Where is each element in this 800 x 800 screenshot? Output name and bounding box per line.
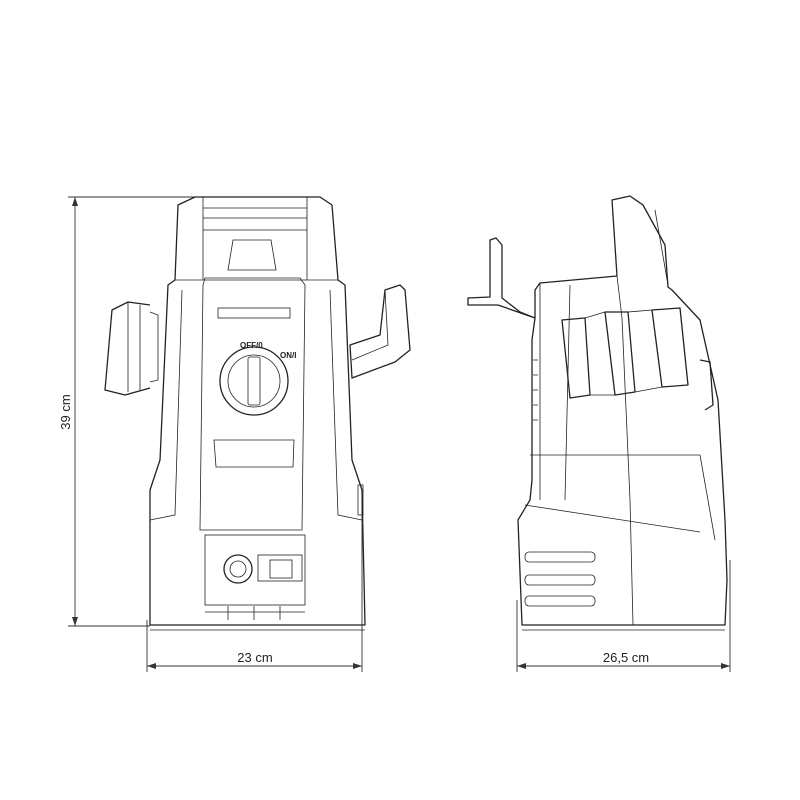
- on-label: ON/I: [280, 351, 296, 360]
- depth-label: 26,5 cm: [603, 650, 649, 665]
- power-switch: [257, 554, 303, 582]
- height-dimension: 39 cm: [58, 196, 195, 627]
- height-label: 39 cm: [58, 394, 73, 429]
- pressure-dial: [219, 346, 289, 416]
- width-label: 23 cm: [237, 650, 272, 665]
- off-label: OFF/0: [240, 341, 263, 350]
- depth-dimension: 26,5 cm: [516, 560, 731, 672]
- front-view: OFF/0 ON/I: [104, 196, 411, 631]
- width-dimension: 23 cm: [146, 490, 363, 672]
- outlet-connector: [223, 554, 253, 584]
- side-view: [467, 195, 728, 631]
